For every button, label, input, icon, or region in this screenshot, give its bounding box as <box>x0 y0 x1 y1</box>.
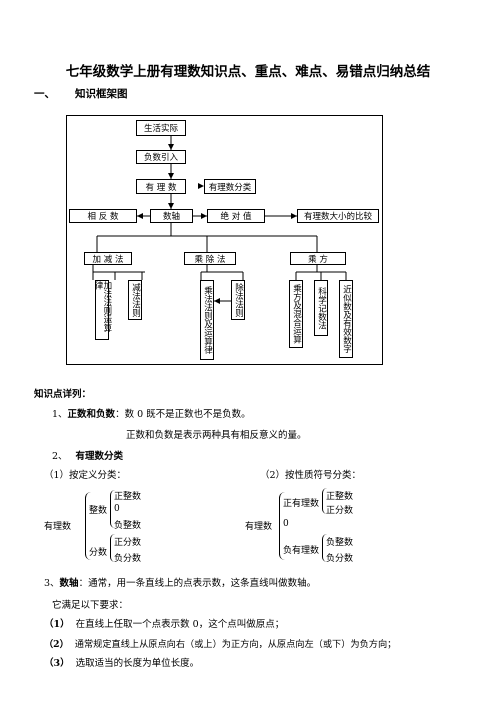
tree2-neg-brace <box>322 534 327 562</box>
tree1-fraction: 分数 <box>89 548 108 558</box>
item-3-text: ：通常，用一条直线上的点表示数，这条直线叫做数轴。 <box>78 578 317 589</box>
tree2-zero: 0 <box>283 519 289 529</box>
box-negative: 负数引入 <box>136 150 186 164</box>
requirement-3: （3） 选取适当的长度为单位长度。 <box>44 655 199 669</box>
box-numberline: 数轴 <box>150 209 193 223</box>
box-addsub: 加 减 法 <box>84 252 132 265</box>
box-absolute: 绝 对 值 <box>207 209 265 223</box>
box-compare: 有理数大小的比较 <box>297 209 379 223</box>
tree1-zero: 0 <box>114 504 120 514</box>
requirement-3-number: （3） <box>44 658 70 669</box>
tree1-integer-brace <box>110 490 115 528</box>
classify-by-definition: （1）按定义分类： <box>44 470 127 481</box>
item-1-text: ：数 0 既不是正数也不是负数。 <box>115 409 251 420</box>
box-life: 生活实际 <box>136 120 186 136</box>
box-power-mix: 乘方及混合运算 <box>289 280 303 348</box>
section-label: 知识框架图 <box>75 88 128 100</box>
section-number: 一、 <box>34 88 55 100</box>
requirement-2: （2） 通常规定直线上从原点向右（或上）为正方向，从原点向左（或下）为负方向； <box>44 636 396 650</box>
requirement-1: （1） 在直线上任取一个点表示数 0，这个点叫做原点； <box>44 616 284 630</box>
tree1-integer: 整数 <box>89 506 108 516</box>
box-opposite: 相 反 数 <box>69 209 137 223</box>
item-1: 1、正数和负数：数 0 既不是正数也不是负数。 <box>52 406 251 420</box>
item-3-number: 3、 <box>44 578 60 589</box>
tree1-neg-frac: 负分数 <box>114 554 142 564</box>
item-1-number: 1、 <box>52 409 68 420</box>
page-title: 七年级数学上册有理数知识点、重点、难点、易错点归纳总结 <box>65 64 431 80</box>
details-heading: 知识点详列： <box>34 389 92 400</box>
item-2: 2、有理数分类 <box>52 448 123 462</box>
item-1-line2: 正数和负数是表示两种具有相反意义的量。 <box>126 430 307 441</box>
box-scientific: 科学记数法 <box>314 280 328 336</box>
classify-by-sign: （2）按性质符号分类： <box>260 470 362 481</box>
box-div-rule: 除法法则 <box>231 280 245 320</box>
requirements-intro: 它满足以下要求： <box>52 600 129 611</box>
item-3: 3、数轴：通常，用一条直线上的点表示数，这条直线叫做数轴。 <box>44 575 316 589</box>
knowledge-diagram: 生活实际 负数引入 有 理 数 有理数分类 相 反 数 数轴 绝 对 值 有理数… <box>66 115 383 365</box>
tree1-neg-int: 负整数 <box>114 521 142 531</box>
item-3-key: 数轴 <box>59 578 79 589</box>
box-mul-rule: 乘法法则及运算律 <box>200 280 214 360</box>
box-sub-rule: 减法法则 <box>128 280 142 320</box>
box-approx: 近似数及有效数字 <box>339 280 353 358</box>
requirement-3-text: 选取适当的长度为单位长度。 <box>75 658 200 669</box>
item-2-key: 有理数分类 <box>75 451 124 462</box>
box-muldiv: 乘 除 法 <box>184 252 236 265</box>
tree2-pos-int: 正整数 <box>326 492 354 502</box>
requirement-1-text: 在直线上任取一个点表示数 0，这个点叫做原点； <box>75 619 285 630</box>
tree1-fraction-brace <box>110 534 115 562</box>
item-1-key: 正数和负数 <box>67 409 116 420</box>
box-power: 乘 方 <box>290 252 346 265</box>
box-classify: 有理数分类 <box>204 179 256 194</box>
tree1-root: 有理数 <box>44 522 72 532</box>
tree2-brace <box>279 492 285 560</box>
item-2-number: 2、 <box>52 451 68 462</box>
tree2-neg-rational: 负有理数 <box>283 546 320 556</box>
tree2-pos-frac: 正分数 <box>326 506 354 516</box>
box-add-rule: 加法法则运算律 <box>93 280 112 340</box>
requirement-1-number: （1） <box>44 619 70 630</box>
tree1-pos-int: 正整数 <box>114 492 142 502</box>
tree2-pos-brace <box>322 488 327 514</box>
tree2-neg-frac: 负分数 <box>326 554 354 564</box>
tree2-neg-int: 负整数 <box>326 538 354 548</box>
tree1-pos-frac: 正分数 <box>114 538 142 548</box>
requirement-2-number: （2） <box>44 639 69 650</box>
section-heading: 一、 知识框架图 <box>34 86 128 101</box>
requirement-2-text: 通常规定直线上从原点向右（或上）为正方向，从原点向左（或下）为负方向； <box>74 639 397 650</box>
diagram-connectors <box>92 136 347 304</box>
tree1-brace <box>85 492 91 560</box>
tree2-pos-rational: 正有理数 <box>283 499 320 509</box>
box-rational: 有 理 数 <box>136 179 186 194</box>
tree2-root: 有理数 <box>245 522 273 532</box>
